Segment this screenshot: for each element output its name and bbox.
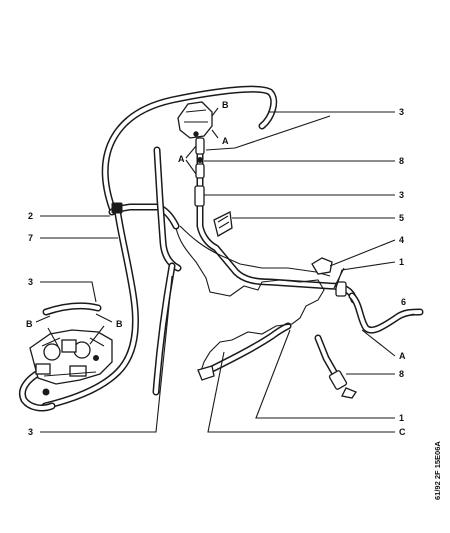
leader-lines	[35, 107, 415, 433]
callout-1-upper: 1	[399, 257, 404, 267]
callout-1-lower: 1	[399, 413, 404, 423]
connector-3-mid	[194, 185, 205, 207]
letter-a-top: A	[222, 136, 229, 146]
callout-a-lower: A	[399, 351, 406, 361]
hose-2	[108, 203, 180, 230]
hose-3-left	[19, 364, 56, 412]
carburettor-assembly	[29, 329, 113, 396]
air-intake-c	[197, 365, 215, 381]
callout-4: 4	[399, 235, 404, 245]
letter-b-right: B	[116, 319, 123, 329]
connector-1-upper	[335, 281, 347, 297]
hose-center-down	[152, 262, 176, 396]
hose-8-lower	[314, 334, 338, 376]
hose-6	[348, 292, 424, 334]
callout-3-bottom: 3	[28, 427, 33, 437]
hose-7	[41, 210, 139, 410]
vacuum-pump	[177, 101, 213, 139]
letter-b-top: B	[222, 100, 229, 110]
callout-6: 6	[401, 297, 406, 307]
reference-code: 61/92 2F 15E06A	[433, 441, 442, 500]
main-vacuum-hose	[101, 85, 278, 212]
connector-8	[195, 163, 205, 179]
letter-b-left: B	[26, 319, 33, 329]
engine-outline	[175, 227, 325, 375]
letter-a-mid: A	[178, 154, 185, 164]
hose-c	[202, 322, 292, 376]
filter-8-lower	[328, 370, 357, 399]
callout-5: 5	[399, 213, 404, 223]
connector-a-top	[195, 137, 205, 163]
valve-4	[311, 257, 333, 275]
callout-3-carb: 3	[28, 277, 33, 287]
fitting-2	[111, 202, 123, 214]
callout-3-top: 3	[399, 107, 404, 117]
clip-5	[213, 211, 233, 237]
callout-8-top: 8	[399, 156, 404, 166]
engine-outline-upper	[179, 225, 331, 277]
callout-c: C	[399, 427, 406, 437]
callout-7: 7	[28, 233, 33, 243]
callout-2: 2	[28, 211, 33, 221]
hose-3-carb-top	[42, 302, 102, 316]
callout-3-mid: 3	[399, 190, 404, 200]
callout-8-lower: 8	[399, 369, 404, 379]
